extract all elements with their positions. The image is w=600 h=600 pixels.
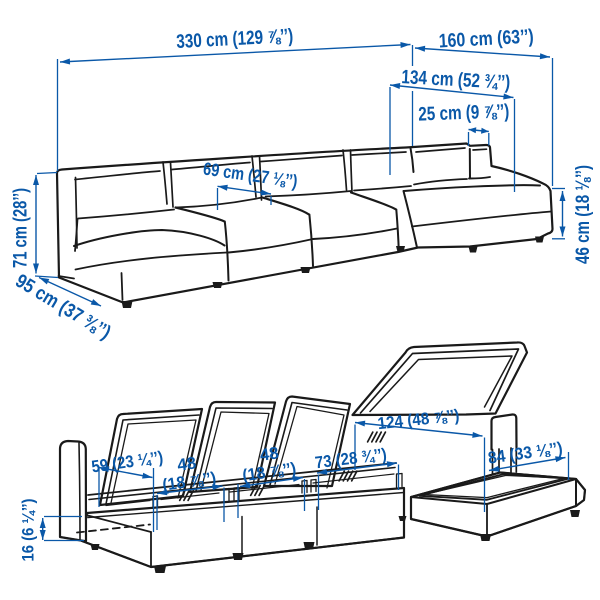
svg-text:71 cm (28’’): 71 cm (28’’) bbox=[11, 188, 32, 268]
svg-text:16 (6 ¼’’): 16 (6 ¼’’) bbox=[19, 499, 38, 562]
svg-text:48: 48 bbox=[259, 443, 280, 464]
svg-text:160 cm (63’’): 160 cm (63’’) bbox=[438, 26, 534, 53]
svg-text:48: 48 bbox=[176, 453, 197, 474]
svg-text:25 cm (9 ⅞’’): 25 cm (9 ⅞’’) bbox=[418, 100, 510, 125]
svg-text:46 cm (18 ⅛’’): 46 cm (18 ⅛’’) bbox=[572, 165, 594, 264]
